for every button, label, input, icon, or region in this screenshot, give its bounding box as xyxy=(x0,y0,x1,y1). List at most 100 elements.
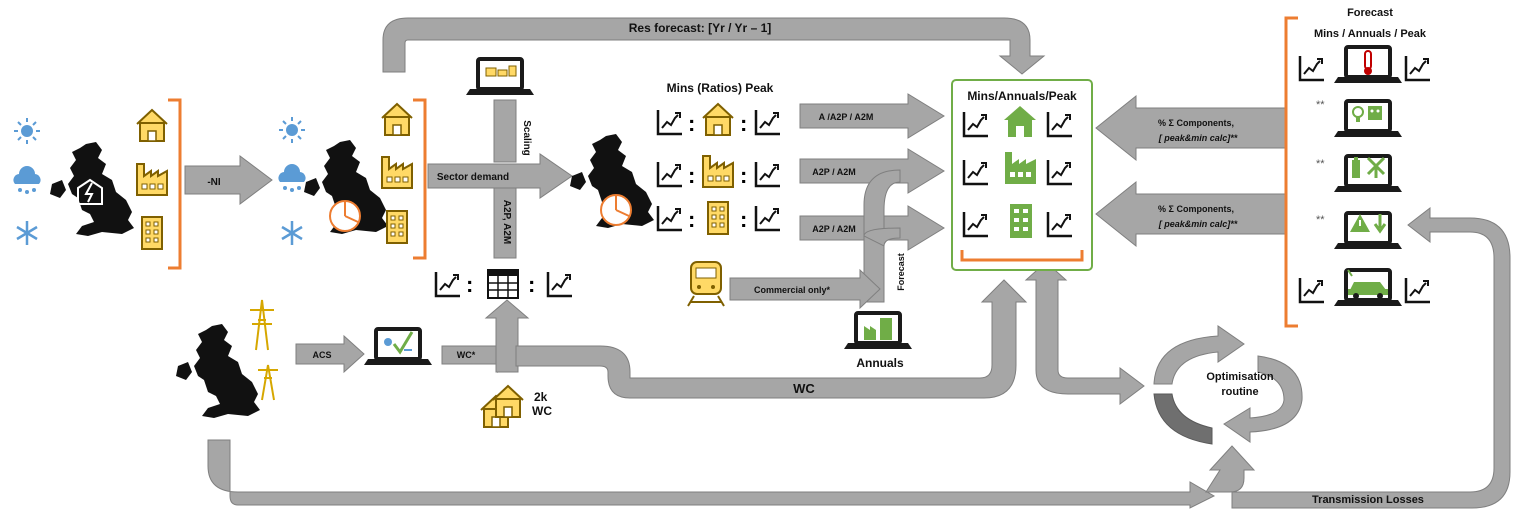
star-marker-3: ** xyxy=(1316,214,1325,226)
house-green-icon xyxy=(1004,106,1036,137)
acs-label: ACS xyxy=(312,350,331,360)
trend-chart-icon xyxy=(546,270,574,298)
box-to-optimisation-arrow xyxy=(1024,261,1145,405)
snowflake-icon xyxy=(280,219,304,247)
cycle-arrow-top xyxy=(1153,325,1245,385)
mins-annuals-peak-title: Mins/Annuals/Peak xyxy=(967,89,1077,103)
rain-cloud-icon xyxy=(278,164,306,192)
sector-demand-label: Sector demand xyxy=(437,172,509,183)
arrow-industrial-label: A2P / A2M xyxy=(812,224,856,234)
factory-icon xyxy=(702,155,734,188)
forecast-component-panel: Forecast Mins / Annuals / Peak ** ** xyxy=(1284,7,1432,328)
components-arrow-1 xyxy=(1095,94,1287,162)
forecast-title: Forecast xyxy=(1347,7,1393,19)
commercial-only-arrow xyxy=(729,268,881,310)
calendar-icon xyxy=(487,269,519,299)
arrow-residential xyxy=(799,93,945,139)
ratio-row-commercial: : : xyxy=(656,155,782,188)
trend-chart-icon xyxy=(656,204,684,232)
factory-icon xyxy=(136,163,168,196)
mins-annuals-peak-right-title: Mins / Annuals / Peak xyxy=(1314,28,1427,40)
wc-small-label: WC xyxy=(532,404,552,418)
components-label-1a: % Σ Components, xyxy=(1158,118,1234,128)
warning-arrow-row xyxy=(1332,211,1404,251)
star-marker-1: ** xyxy=(1316,99,1325,111)
trend-chart-icon xyxy=(656,108,684,136)
battery-windmill-row xyxy=(1332,154,1404,194)
components-label-2a: % Σ Components, xyxy=(1158,204,1234,214)
snowflake-icon xyxy=(15,219,39,247)
res-forecast-arrow xyxy=(382,17,1046,75)
pie-chart-icon xyxy=(329,200,361,232)
house-icon xyxy=(381,103,413,136)
trend-chart-icon xyxy=(1298,276,1326,304)
trend-chart-icon xyxy=(656,160,684,188)
forecast-curve-arrow-2 xyxy=(863,227,901,247)
orange-bracket xyxy=(960,250,1084,262)
trend-chart-icon xyxy=(434,270,462,298)
trend-chart-icon xyxy=(754,204,782,232)
uk-map-icon xyxy=(176,324,260,418)
res-forecast-label: Res forecast: [Yr / Yr – 1] xyxy=(629,21,772,35)
trend-chart-icon xyxy=(754,108,782,136)
bottom-loop-arrow xyxy=(207,439,1216,509)
colon: : xyxy=(466,272,473,297)
scaling-laptop-icon xyxy=(464,57,536,97)
cycle-arrow-left xyxy=(1153,393,1213,445)
wc-star-label: WC* xyxy=(457,350,476,360)
train-icon xyxy=(687,261,725,307)
uk-sector-map xyxy=(570,134,654,228)
weather-correction-laptop-icon xyxy=(362,327,434,367)
annuals-label: Annuals xyxy=(856,356,904,370)
cycle-arrow-right xyxy=(1223,355,1303,443)
flow-arrows xyxy=(184,17,1511,509)
transmission-losses-label: Transmission Losses xyxy=(1312,494,1424,506)
houses-2k-icon xyxy=(480,385,524,428)
colon: : xyxy=(688,163,695,188)
electric-car-icon xyxy=(1347,269,1388,299)
sector-demand-arrow xyxy=(427,153,573,199)
colon: : xyxy=(688,111,695,136)
uk-weather-group-2 xyxy=(278,98,427,260)
optimisation-label-2: routine xyxy=(1221,386,1258,398)
twok-label: 2k xyxy=(534,390,548,404)
uk-map-icon xyxy=(50,142,134,236)
uk-transmission-map xyxy=(176,299,278,418)
uk-weather-group-1 xyxy=(13,98,182,270)
bulb-robot-icon xyxy=(1352,106,1382,122)
factory-icon xyxy=(381,156,413,189)
colon: : xyxy=(528,272,535,297)
optimisation-label-1: Optimisation xyxy=(1206,371,1274,383)
scaling-label: Scaling xyxy=(521,120,532,156)
arrow-commercial-label: A2P / A2M xyxy=(812,167,856,177)
thermometer-icon xyxy=(1364,50,1372,75)
star-marker-2: ** xyxy=(1316,158,1325,170)
ratio-row-industrial: : : xyxy=(656,201,782,235)
arrow-commercial xyxy=(799,148,945,194)
wc-big-label: WC xyxy=(793,381,815,396)
trend-chart-icon xyxy=(1298,54,1326,82)
optimisation-cycle xyxy=(1153,325,1303,445)
orange-bracket xyxy=(413,98,427,260)
warning-arrow-icon xyxy=(1350,214,1387,234)
components-arrow-2 xyxy=(1095,180,1287,248)
office-building-icon xyxy=(386,210,408,244)
trend-chart-icon xyxy=(1404,54,1432,82)
pylon-icon xyxy=(250,299,278,401)
lightning-icon xyxy=(77,178,103,205)
no-ni-label: -NI xyxy=(207,177,221,188)
colon: : xyxy=(740,111,747,136)
orange-bracket xyxy=(168,98,182,270)
no-ni-arrow xyxy=(184,155,273,205)
components-label-2b: [ peak&min calc]** xyxy=(1158,219,1238,229)
factory-green-icon xyxy=(1005,152,1036,184)
optimisation-up-arrow xyxy=(1205,445,1256,493)
annuals-laptop-icon xyxy=(842,311,914,351)
forecast-vertical-label: Forecast xyxy=(896,253,906,291)
ratio-row-residential: : : xyxy=(656,103,782,136)
trend-chart-icon xyxy=(1404,276,1432,304)
office-building-icon xyxy=(707,201,729,235)
temperature-row xyxy=(1298,45,1432,85)
commercial-only-label: Commercial only* xyxy=(754,285,831,295)
